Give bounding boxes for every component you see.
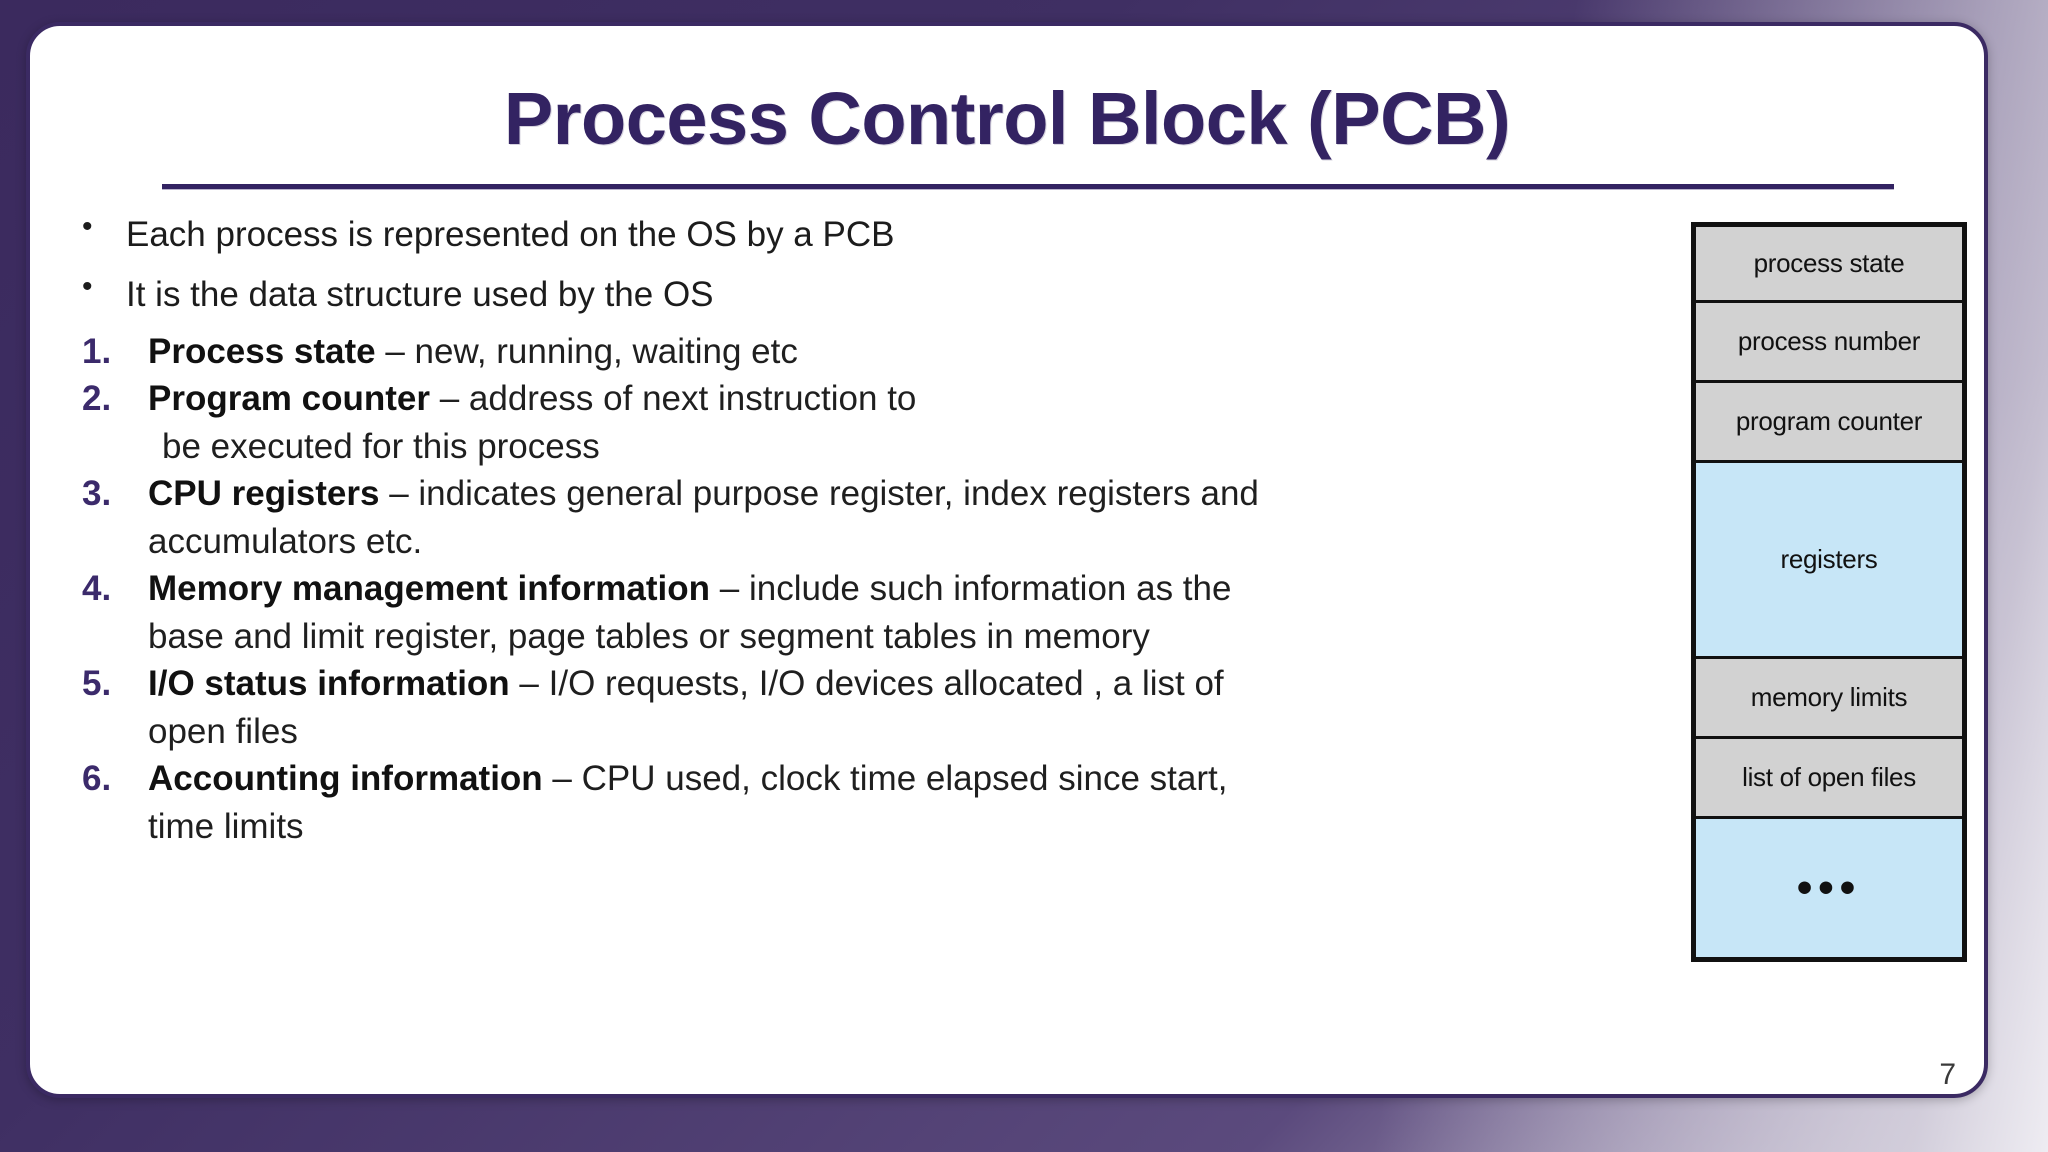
numbered-item: 1. Process state – new, running, waiting… [82,329,1662,376]
term-description: – address of next instruction to [430,379,917,419]
term-description: – new, running, waiting etc [375,331,798,371]
slide-card: Process Control Block (PCB) • Each proce… [26,22,1988,1098]
bullet-dot-icon: • [82,270,93,304]
pcb-field-label: process state [1753,248,1905,278]
pcb-field-row: ••• [1696,819,1962,957]
numbered-item-text: Program counter – address of next instru… [148,376,1662,423]
numbered-item-text: Accounting information – CPU used, clock… [148,756,1662,803]
pcb-field-label: program counter [1735,406,1923,436]
term-label: Process state [148,331,376,371]
term-description: – include such information as the [710,569,1232,609]
numbered-item-text: I/O status information – I/O requests, I… [148,661,1662,708]
term-label: I/O status information [148,664,510,704]
numbered-item: 2. Program counter – address of next ins… [82,376,1662,423]
pcb-field-label: registers [1780,544,1878,574]
bullet-item: • It is the data structure used by the O… [82,268,1662,322]
term-label: Memory management information [148,569,711,609]
pcb-field-label: list of open files [1742,762,1916,792]
list-number: 6. [82,759,112,799]
term-label: Program counter [148,379,430,419]
term-description: – CPU used, clock time elapsed since sta… [542,759,1228,799]
title-divider [162,184,1894,190]
term-label: CPU registers [148,474,380,514]
numbered-item: 3. CPU registers – indicates general pur… [82,471,1662,518]
pcb-field-row: process number [1696,303,1962,383]
list-number: 5. [82,664,112,704]
numbered-item-continuation: open files [148,711,298,751]
numbered-item: 6. Accounting information – CPU used, cl… [82,756,1662,803]
pcb-field-row: list of open files [1696,739,1962,819]
pcb-field-label: ••• [1796,863,1862,913]
numbered-item-continuation: be executed for this process [162,426,600,466]
bullet-dot-icon: • [82,210,93,243]
term-label: Accounting information [148,759,543,799]
slide-body: • Each process is represented on the OS … [82,208,1662,852]
pcb-field-row: registers [1696,463,1962,659]
bullet-item-text: It is the data structure used by the OS [126,275,714,315]
numbered-item-text: Process state – new, running, waiting et… [148,329,1662,376]
numbered-item-text: CPU registers – indicates general purpos… [148,471,1662,518]
numbered-item-continuation: accumulators etc. [148,521,423,561]
process-control-block-diagram: process state process number program count… [1691,222,1967,962]
page-number: 7 [1939,1058,1956,1091]
numbered-item: 5. I/O status information – I/O requests… [82,661,1662,708]
numbered-item-text: Memory management information – include … [148,566,1662,613]
pcb-field-row: process state [1696,227,1962,303]
term-description: – indicates general purpose register, in… [379,474,1259,514]
term-description: – I/O requests, I/O devices allocated , … [509,664,1224,704]
numbered-item-continuation: time limits [148,806,304,846]
list-number: 1. [82,331,112,371]
list-number: 4. [82,569,112,609]
page-title: Process Control Block (PCB) [503,77,1511,160]
list-number: 2. [82,379,112,419]
numbered-item-continuation: base and limit register, page tables or … [148,616,1150,656]
pcb-field-row: memory limits [1696,659,1962,739]
bullet-item: • Each process is represented on the OS … [82,208,1662,262]
pcb-field-label: process number [1737,326,1921,356]
pcb-field-label: memory limits [1750,682,1908,712]
numbered-item: 4. Memory management information – inclu… [82,566,1662,613]
bullet-item-text: Each process is represented on the OS by… [126,215,895,254]
list-number: 3. [82,474,112,514]
pcb-field-row: program counter [1696,383,1962,463]
